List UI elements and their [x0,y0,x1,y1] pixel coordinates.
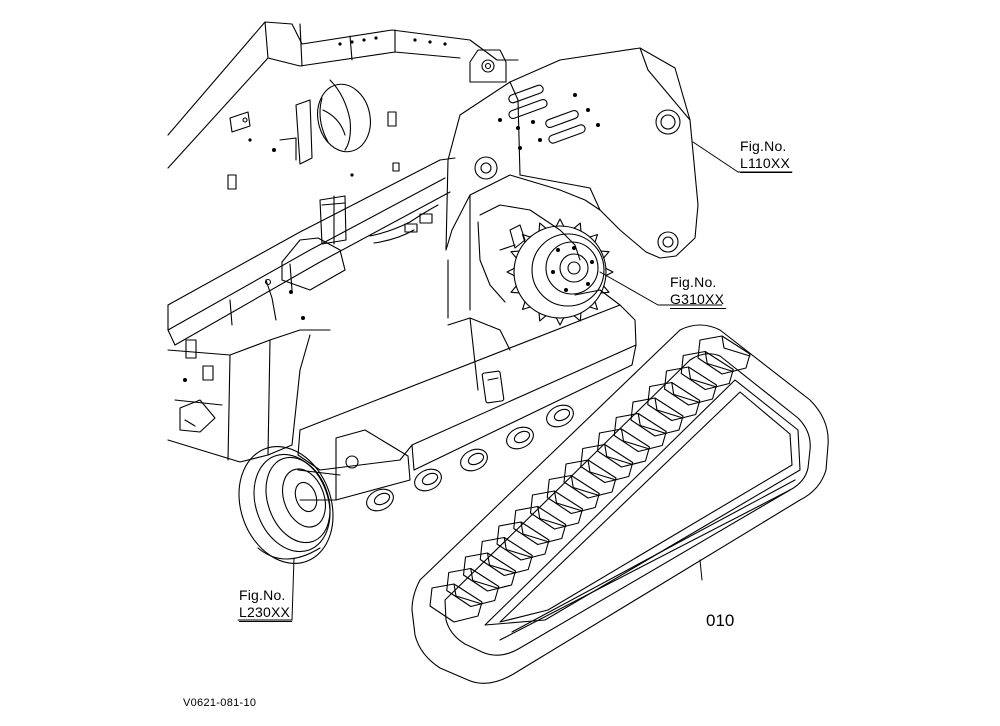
tread-lug-edge [655,398,683,418]
tread-lug-edge [471,569,499,589]
bottom-roller-hub [421,471,440,487]
callout-idler-fig: Fig.No. L230XX [239,587,293,622]
tread-lug-edge [488,553,516,573]
drawing-id: V0621-081-10 [183,697,257,709]
rubber-track [412,325,828,683]
tread-lug-edge [571,476,599,496]
tread-lug-edge [504,538,532,558]
sprocket-tooth [590,235,598,243]
track-part-number: 010 [706,611,735,630]
tread-lug-edge [689,367,717,387]
tread-lug-edge [538,507,566,527]
sprocket-tooth [601,251,609,258]
callout-idler-line1: Fig.No. [239,587,286,603]
tread-lug-edge [454,584,482,604]
sprocket-tooth [511,286,519,293]
sprocket-tooth [606,268,613,275]
leader-lines [238,142,792,620]
callout-motor-fig: Fig.No. G310XX [670,274,727,309]
callout-idler-line2: L230XX [239,604,293,622]
bottom-roller-hub [467,451,486,467]
front-idler-wheel [223,433,349,577]
callout-frame-fig: Fig.No. L110XX [740,138,792,173]
callout-motor-line2: G310XX [670,291,727,309]
tread-lug-edge [555,491,583,511]
bottom-roller [503,423,537,453]
lift-arm-plate [446,48,698,318]
callout-frame-line2: L110XX [740,155,792,173]
tread-lug-edge [622,429,650,449]
callout-frame-line1: Fig.No. [740,138,787,154]
bottom-roller-hub [553,407,572,423]
sprocket-tooth [590,302,598,310]
sprocket-tooth [556,219,563,226]
sprocket-tooth [511,251,519,258]
tread-lug-edge [705,352,733,372]
sprocket-tooth [556,318,563,325]
callout-motor-line1: Fig.No. [670,274,717,290]
bottom-roller-hub [373,491,392,507]
bottom-roller-hub [513,429,532,445]
tread-lug-edge [722,336,750,356]
sprocket-tooth [507,268,514,275]
sprocket-tooth [523,302,531,310]
bottom-roller [457,445,491,475]
drive-motor-sprocket [478,205,613,325]
tread-lug-edge [638,414,666,434]
tread-lug-edge [672,383,700,403]
track-frame-arm [298,290,636,515]
tread-lug-edge [605,445,633,465]
sprocket-tooth [574,223,581,231]
sprocket-tooth [539,313,546,321]
sprocket-tooth [523,235,531,243]
tread-lug-edge [588,460,616,480]
bottom-roller [363,485,397,515]
sprocket-tooth [539,223,546,231]
tread-lug-edge [521,522,549,542]
bottom-roller [543,401,577,431]
machine-frame [168,22,518,462]
bottom-roller [411,465,445,495]
